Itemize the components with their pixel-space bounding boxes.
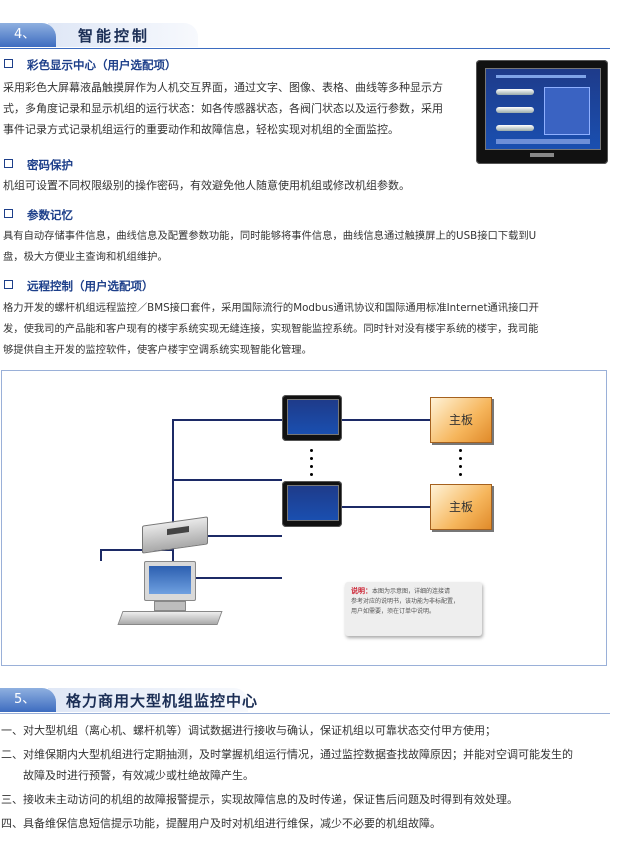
- section-number: 5、: [0, 688, 56, 712]
- subheading-remote-control: 远程控制（用户选配项）: [4, 278, 154, 294]
- section-tab-back: [48, 23, 198, 47]
- list-item: 二、对维保期内大型机组进行定期抽测，及时掌握机组运行情况，通过监控数据查找故障原…: [1, 748, 573, 761]
- section-tab-back: [48, 688, 248, 712]
- subheading-password: 密码保护: [4, 157, 73, 173]
- section-divider: [0, 713, 610, 714]
- section-number: 4、: [0, 23, 56, 47]
- diagram-note: 说明：本图为示意图，详细的连接请 参考对应的说明书，该功能为非标配置， 用户如需…: [345, 582, 482, 636]
- remote-monitoring-diagram: 主板 主板 说明：本图为示意图，详细的连接请 参考对应的说明书，该功能为非标配置…: [1, 370, 607, 666]
- square-bullet-icon: [4, 209, 13, 218]
- square-bullet-icon: [4, 159, 13, 168]
- subheading-parameter-memory: 参数记忆: [4, 207, 73, 223]
- section-5-header: 5、 格力商用大型机组监控中心: [0, 688, 619, 714]
- touchscreen-photo: [476, 60, 608, 164]
- section-title: 格力商用大型机组监控中心: [66, 692, 259, 710]
- paragraph-remote-control: 格力开发的螺杆机组远程监控／BMS接口套件，采用国际流行的Modbus通讯协议和…: [3, 302, 539, 356]
- paragraph-password: 机组可设置不同权限级别的操作密码，有效避免他人随意使用机组或修改机组参数。: [3, 179, 410, 192]
- main-board-2: 主板: [430, 484, 492, 530]
- list-item: 四、具备维保信息短信提示功能，提醒用户及时对机组进行维保，减少不必要的机组故障。: [1, 817, 441, 830]
- square-bullet-icon: [4, 59, 13, 68]
- list-item: 三、接收未主动访问的机组的故障报警提示，实现故障信息的及时传递，保证售后问题及时…: [1, 793, 518, 806]
- square-bullet-icon: [4, 280, 13, 289]
- monitoring-computer-icon: [114, 561, 224, 629]
- touchscreen-display: [485, 68, 601, 150]
- list-item: 一、对大型机组（离心机、螺杆机等）调试数据进行接收与确认，保证机组以可靠状态交付…: [1, 724, 496, 737]
- hmi-screen-2: [282, 481, 342, 527]
- section-divider: [0, 48, 610, 49]
- paragraph-parameter-memory: 具有自动存储事件信息，曲线信息及配置参数功能，同时能够将事件信息，曲线信息通过触…: [3, 230, 537, 263]
- subheading-color-display: 彩色显示中心（用户选配项）: [4, 57, 177, 73]
- interface-converter-icon: [142, 516, 208, 554]
- section-4-header: 4、 智能控制: [0, 23, 619, 49]
- brand-logo-icon: [530, 153, 554, 157]
- hmi-screen-1: [282, 395, 342, 441]
- paragraph-color-display: 采用彩色大屏幕液晶触摸屏作为人机交互界面，通过文字、图像、表格、曲线等多种显示方…: [3, 81, 443, 136]
- section-title: 智能控制: [78, 27, 151, 45]
- list-item: 故障及时进行预警，有效减少或杜绝故障产生。: [23, 769, 254, 782]
- monitoring-center-list: 一、对大型机组（离心机、螺杆机等）调试数据进行接收与确认，保证机组以可靠状态交付…: [1, 720, 613, 834]
- main-board-1: 主板: [430, 397, 492, 443]
